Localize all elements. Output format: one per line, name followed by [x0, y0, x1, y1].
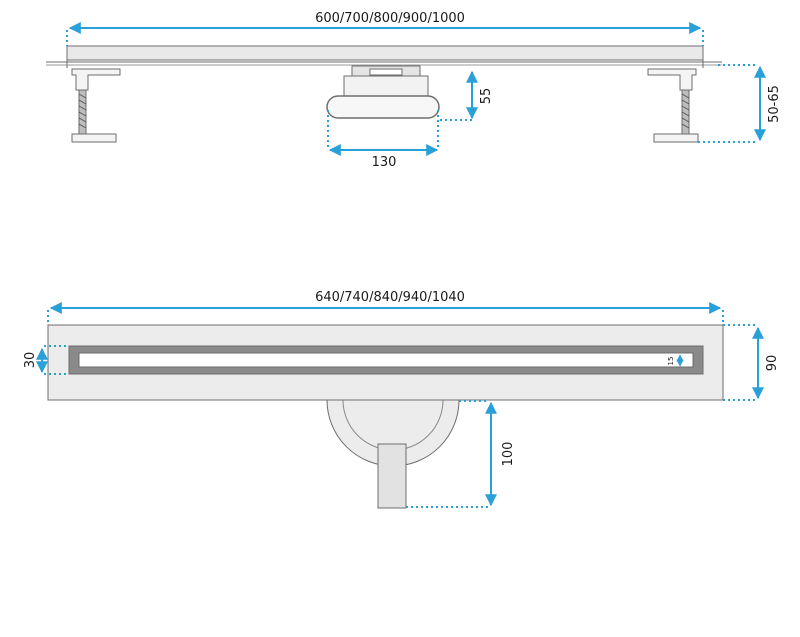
side-view: 600/700/800/900/1000 55 130 50-65 — [46, 11, 782, 170]
dim-trap-width: 130 — [327, 110, 439, 170]
dim-top-length: 640/740/840/940/1040 — [47, 290, 724, 325]
siphon-trap — [326, 65, 440, 119]
outlet-pipe — [326, 399, 460, 509]
total-width-label: 90 — [765, 355, 780, 372]
dim-slot: 15 — [667, 354, 684, 367]
outlet-label: 100 — [501, 442, 516, 467]
dim-side-length: 600/700/800/900/1000 — [66, 11, 704, 46]
total-height-label: 50-65 — [767, 85, 782, 123]
top-length-label: 640/740/840/940/1040 — [315, 290, 465, 305]
channel-width-label: 30 — [23, 352, 38, 369]
right-leveling-foot — [647, 68, 699, 143]
dim-total-width: 90 — [723, 324, 780, 401]
side-length-label: 600/700/800/900/1000 — [315, 11, 465, 26]
slot-label: 15 — [667, 357, 675, 366]
drain-slot — [78, 352, 694, 368]
trap-height-label: 55 — [479, 88, 494, 105]
drain-cover-plate — [66, 45, 704, 61]
dim-outlet: 100 — [406, 400, 516, 508]
dim-channel-width: 30 — [23, 345, 69, 375]
top-view: 640/740/840/940/1040 30 15 90 100 — [23, 290, 780, 509]
trap-width-label: 130 — [372, 155, 397, 170]
dim-total-height: 50-65 — [698, 64, 782, 143]
dim-trap-height: 55 — [440, 70, 494, 121]
left-leveling-foot — [71, 68, 121, 143]
